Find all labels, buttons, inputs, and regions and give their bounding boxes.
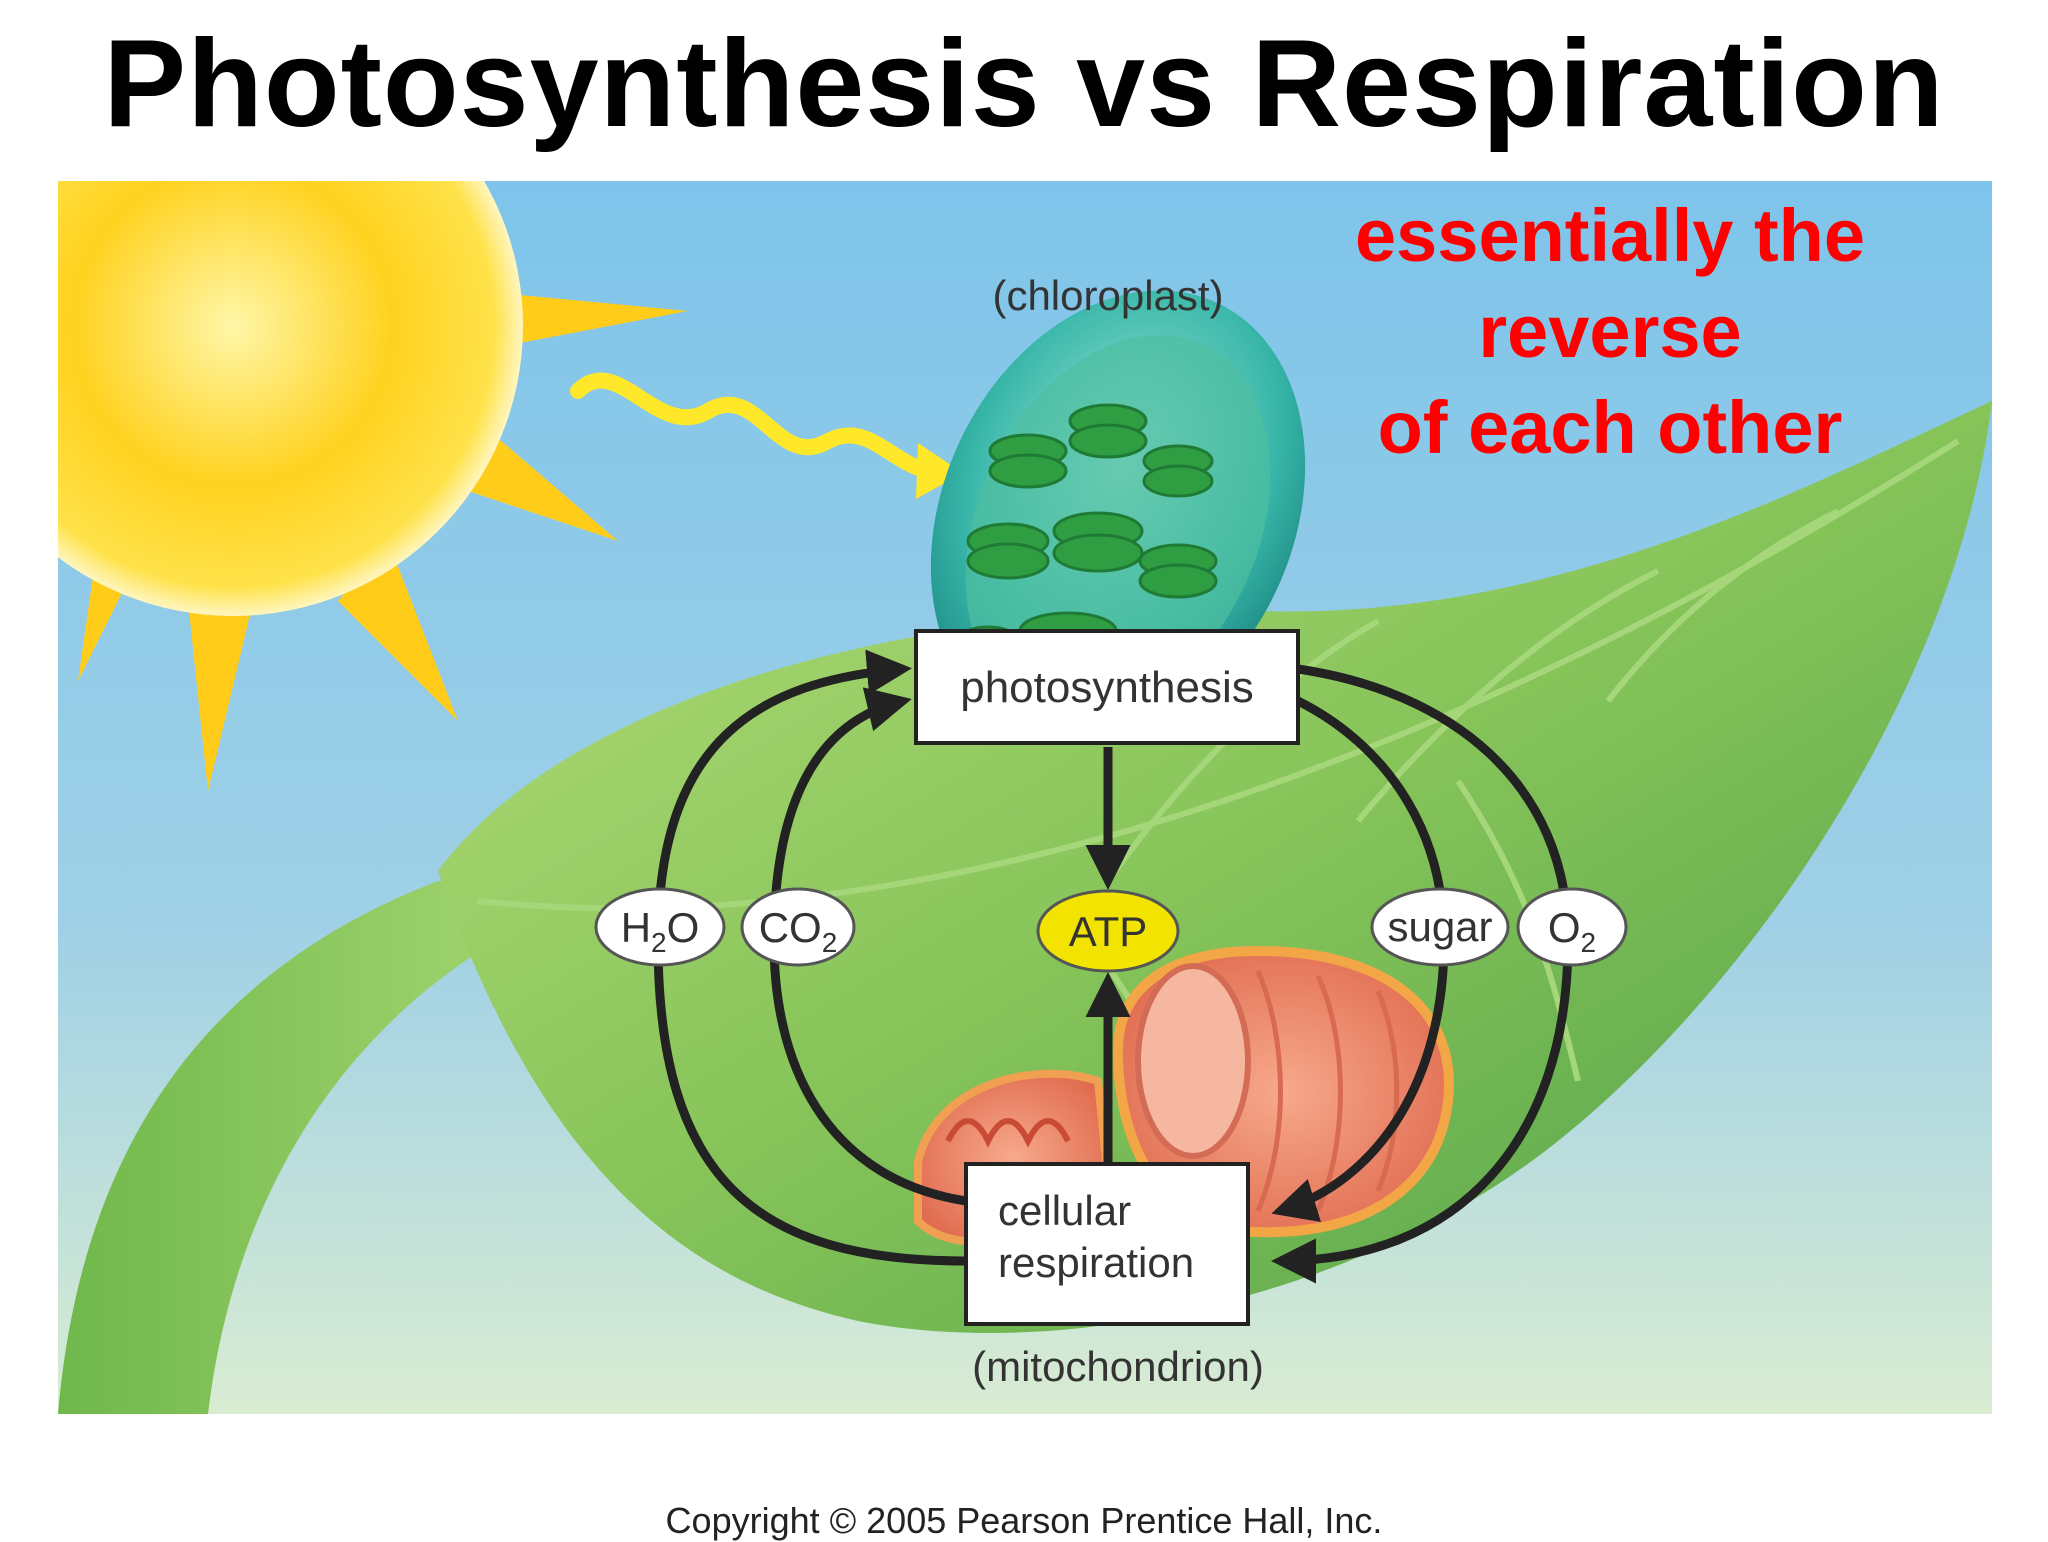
photosynthesis-box: photosynthesis (914, 629, 1300, 745)
photosynthesis-label: photosynthesis (960, 663, 1254, 712)
leaf-stem (58, 881, 578, 1414)
note-line-1: essentially the (1354, 194, 1865, 277)
page-title: Photosynthesis vs Respiration (103, 15, 1945, 153)
note-line-2: reverse (1478, 290, 1742, 373)
respiration-label-line1: cellular (998, 1187, 1131, 1234)
sun (58, 181, 523, 616)
o2-badge: O2 (1516, 887, 1628, 967)
co2-badge: CO2 (740, 887, 856, 967)
light-arrow-icon (570, 372, 963, 499)
svg-text:O2: O2 (1548, 904, 1596, 958)
chloroplast-illustration (930, 290, 1306, 742)
h2o-badge: H2O (594, 887, 726, 967)
respiration-label-line2: respiration (998, 1239, 1194, 1286)
svg-text:sugar: sugar (1387, 903, 1492, 950)
mitochondrion-label: (mitochondrion) (972, 1343, 1264, 1390)
sugar-badge: sugar (1370, 887, 1510, 967)
copyright-notice: Copyright © 2005 Pearson Prentice Hall, … (665, 1500, 1383, 1541)
leaf (438, 401, 1992, 1333)
svg-text:H2O: H2O (621, 904, 700, 958)
photosynthesis-respiration-diagram: photosynthesis cellular respiration (chl… (58, 181, 1992, 1414)
atp-badge: ATP (1036, 889, 1180, 973)
diagram-canvas: photosynthesis cellular respiration (chl… (58, 181, 1992, 1414)
chloroplast-label: (chloroplast) (992, 272, 1223, 319)
reverse-note: essentially the reverse of each other (1270, 188, 1950, 476)
svg-text:ATP: ATP (1069, 908, 1148, 955)
svg-text:CO2: CO2 (759, 904, 838, 958)
cellular-respiration-box: cellular respiration (964, 1162, 1250, 1326)
note-line-3: of each other (1377, 386, 1843, 469)
